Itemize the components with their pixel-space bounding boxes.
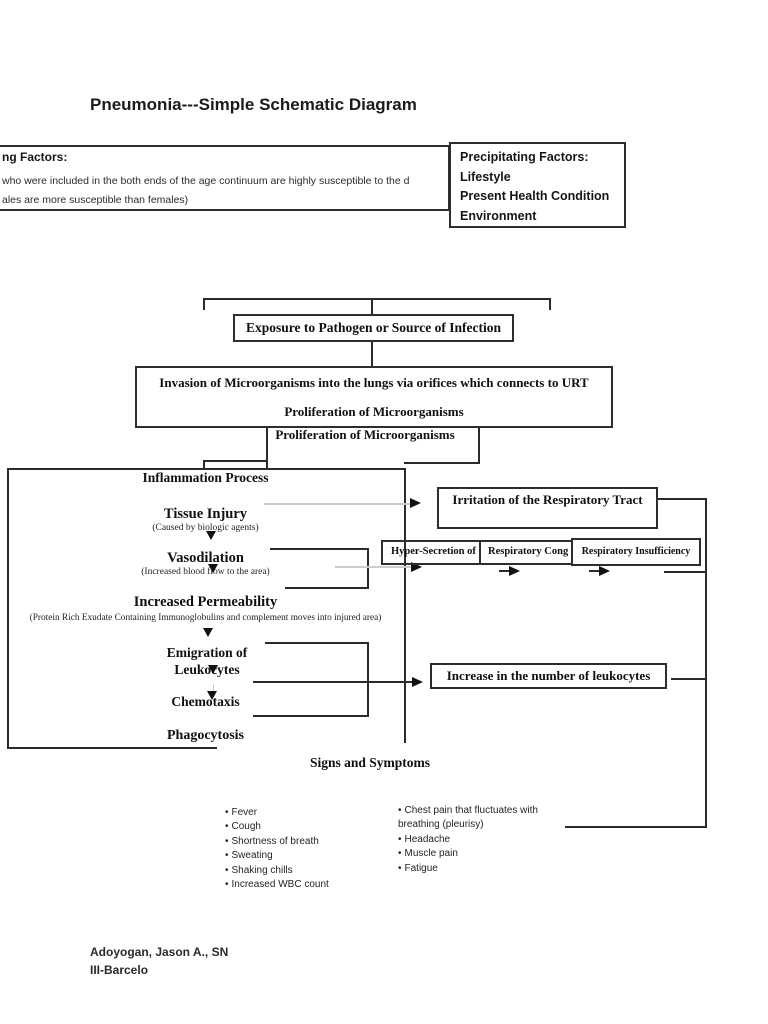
list-item: Sweating xyxy=(225,849,385,863)
connector-line xyxy=(266,428,268,468)
arrow-down-icon xyxy=(206,531,216,540)
inflammation-box-border xyxy=(7,747,217,749)
connector-line xyxy=(203,298,205,310)
list-item: Shortness of breath xyxy=(225,835,385,849)
connector-line xyxy=(367,548,369,589)
emigration-label: Emigration of Leukocytes xyxy=(166,645,248,677)
connector-line xyxy=(671,678,707,680)
inflammation-box-border xyxy=(7,468,9,749)
arrow-down-icon xyxy=(203,628,213,637)
arrow-down-icon xyxy=(208,665,218,674)
list-item: Headache xyxy=(398,833,543,847)
chemotaxis-label: Chemotaxis xyxy=(171,694,240,709)
permeability-note: (Protein Rich Exudate Containing Immunog… xyxy=(29,613,382,623)
list-item: Environment xyxy=(460,208,537,223)
author-block: Adoyogan, Jason A., SN III-Barcelo xyxy=(90,943,228,979)
hyper-secretion-label: Hyper-Secretion of xyxy=(391,546,476,557)
list-item: Shaking chills xyxy=(225,864,385,878)
connector-line xyxy=(253,681,413,683)
list-item: Fever xyxy=(225,806,385,820)
exposure-node: Exposure to Pathogen or Source of Infect… xyxy=(233,314,514,342)
connector-line xyxy=(705,498,707,828)
predisposing-line1: who were included in the both ends of th… xyxy=(2,175,410,187)
connector-line xyxy=(499,570,511,572)
respiratory-cong-node: Respiratory Cong xyxy=(479,540,575,565)
connector-line xyxy=(589,570,601,572)
connector-line xyxy=(549,298,551,310)
arrow-right-icon xyxy=(509,566,520,576)
proliferation-label: Proliferation of Microorganisms xyxy=(284,404,464,419)
connector-line xyxy=(658,498,707,500)
vasodilation-note: (Increased blood flow to the area) xyxy=(141,567,270,577)
signs-title: Signs and Symptoms xyxy=(309,755,431,770)
list-item: Increased WBC count xyxy=(225,878,385,892)
connector-line xyxy=(664,571,707,573)
hyper-secretion-node: Hyper-Secretion of xyxy=(381,540,481,565)
signs-list-left: FeverCoughShortness of breathSweatingSha… xyxy=(225,806,385,892)
connector-line xyxy=(565,826,707,828)
connector-line xyxy=(335,566,413,568)
inflammation-box-border xyxy=(404,468,406,743)
arrow-down-icon xyxy=(207,691,217,700)
predisposing-heading: ng Factors: xyxy=(2,150,68,164)
permeability-label: Increased Permeability xyxy=(133,594,278,610)
respiratory-cong-label: Respiratory Cong xyxy=(488,546,569,557)
list-item: Lifestyle xyxy=(460,169,511,184)
list-item: Cough xyxy=(225,820,385,834)
arrow-right-icon xyxy=(411,562,422,572)
respiratory-insufficiency-node: Respiratory Insufficiency xyxy=(571,538,701,566)
connector-line xyxy=(367,642,369,717)
inflammation-title: Inflammation Process xyxy=(142,470,269,485)
connector-line xyxy=(371,298,373,315)
vasodilation-label: Vasodilation xyxy=(167,550,244,566)
proliferation-label-2: Proliferation of Microorganisms xyxy=(275,427,455,442)
connector-line xyxy=(265,642,369,644)
author-section: III-Barcelo xyxy=(90,963,149,977)
phagocytosis-label: Phagocytosis xyxy=(167,728,244,743)
respiratory-insufficiency-label: Respiratory Insufficiency xyxy=(581,546,691,557)
list-item: Chest pain that fluctuates with breathin… xyxy=(398,804,543,833)
predisposing-factors-box: ng Factors: who were included in the bot… xyxy=(0,145,450,211)
leukocytes-label: Increase in the number of leukocytes xyxy=(446,668,651,683)
invasion-label: Invasion of Microorganisms into the lung… xyxy=(159,375,589,390)
connector-line xyxy=(203,460,268,462)
inflammation-box-border xyxy=(7,468,406,470)
list-item: Muscle pain xyxy=(398,847,543,861)
connector-line xyxy=(270,548,369,550)
connector-line xyxy=(264,503,412,505)
irritation-label: Irritation of the Respiratory Tract xyxy=(452,492,643,507)
exposure-label: Exposure to Pathogen or Source of Infect… xyxy=(246,320,501,335)
list-item: Present Health Condition xyxy=(460,189,610,203)
tissue-injury-note: (Caused by biologic agents) xyxy=(152,523,259,533)
connector-line xyxy=(203,460,205,470)
arrow-right-icon xyxy=(410,498,421,508)
irritation-node: Irritation of the Respiratory Tract xyxy=(437,487,658,529)
predisposing-line2: ales are more susceptible than females) xyxy=(2,194,189,206)
signs-list-right: Chest pain that fluctuates with breathin… xyxy=(398,804,543,876)
arrow-right-icon xyxy=(599,566,610,576)
connector-line xyxy=(404,462,480,464)
connector-line xyxy=(478,428,480,464)
author-name: Adoyogan, Jason A., SN xyxy=(90,945,229,959)
arrow-down-icon xyxy=(208,564,218,573)
invasion-node: Invasion of Microorganisms into the lung… xyxy=(135,366,613,428)
leukocytes-node: Increase in the number of leukocytes xyxy=(430,663,667,689)
precipitating-heading: Precipitating Factors: xyxy=(460,150,589,164)
connector-line xyxy=(203,298,551,300)
page-title: Pneumonia---Simple Schematic Diagram xyxy=(90,95,417,114)
arrow-right-icon xyxy=(412,677,423,687)
connector-line xyxy=(371,342,373,366)
connector-line xyxy=(253,715,369,717)
connector-line xyxy=(285,587,369,589)
tissue-injury-label: Tissue Injury xyxy=(163,506,248,522)
list-item: Fatigue xyxy=(398,862,543,876)
